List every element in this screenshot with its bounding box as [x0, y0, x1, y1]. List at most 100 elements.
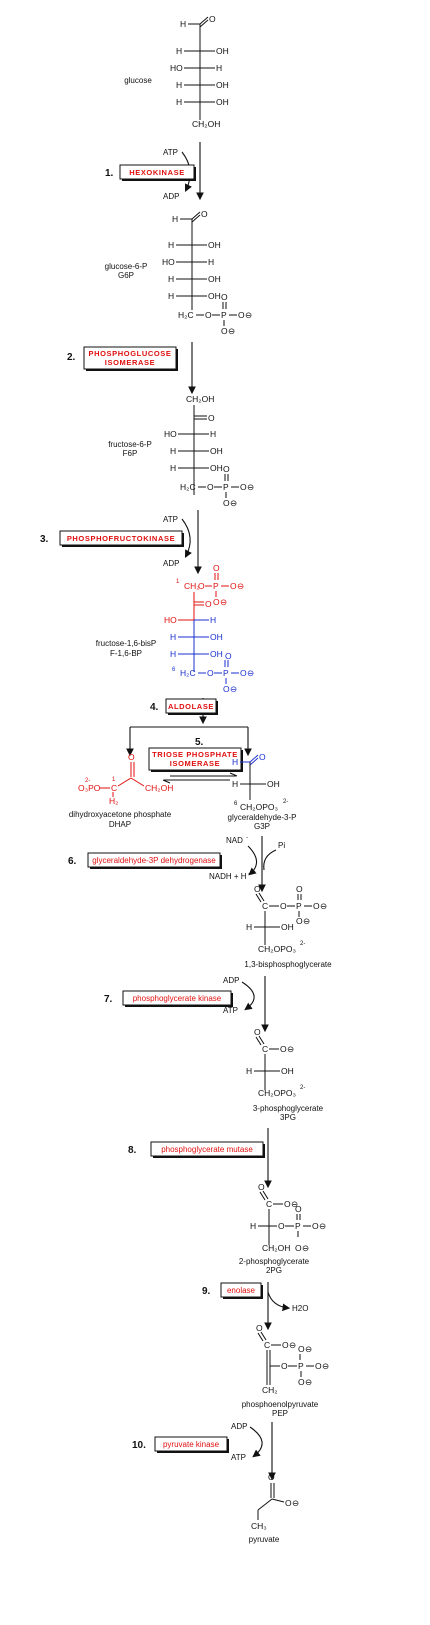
svg-text:O: O: [209, 14, 216, 24]
svg-text:OH: OH: [208, 274, 221, 284]
svg-text:H: H: [176, 97, 182, 107]
svg-text:O: O: [254, 1027, 261, 1037]
svg-text:6: 6: [234, 801, 238, 807]
step-9: H2O 9. enolase: [202, 1282, 308, 1331]
svg-text:phosphoenolpyruvate: phosphoenolpyruvate: [242, 1400, 319, 1409]
svg-text:ATP: ATP: [163, 515, 178, 524]
svg-text:ISOMERASE: ISOMERASE: [105, 358, 155, 367]
svg-text:2-: 2-: [300, 1085, 305, 1091]
svg-text:fructose-6-P: fructose-6-P: [108, 440, 152, 449]
svg-text:H: H: [246, 1066, 252, 1076]
step-1: ATP ADP 1. HEXOKINASE: [105, 142, 204, 201]
glucose-label: glucose: [124, 76, 152, 85]
svg-text:O: O: [240, 482, 247, 492]
svg-text:O: O: [221, 326, 228, 336]
svg-text:O: O: [223, 684, 230, 694]
svg-text:ADP: ADP: [163, 192, 179, 201]
svg-text:O: O: [230, 581, 237, 591]
svg-text:10.: 10.: [132, 1440, 146, 1451]
svg-text:3PG: 3PG: [280, 1113, 296, 1122]
svg-text:pyruvate: pyruvate: [249, 1535, 280, 1544]
svg-text:CH₂: CH₂: [262, 1385, 278, 1395]
svg-text:CH₂OPO₃: CH₂OPO₃: [258, 1088, 296, 1098]
svg-text:CH₂OPO₃: CH₂OPO₃: [258, 944, 296, 954]
svg-text:O: O: [238, 310, 245, 320]
svg-text:OH: OH: [210, 632, 223, 642]
svg-text:O: O: [213, 563, 220, 573]
svg-text:O: O: [256, 1323, 263, 1333]
pep-structure: O C O⊖ O P O⊖ O⊖ O⊖ CH₂ phosphoenolpyruv…: [242, 1323, 329, 1418]
svg-text:OH: OH: [210, 649, 223, 659]
svg-text:P: P: [221, 310, 227, 320]
svg-text:⊖: ⊖: [245, 310, 252, 320]
svg-text:⊖: ⊖: [302, 1243, 309, 1253]
svg-text:HO: HO: [164, 429, 177, 439]
svg-text:OH: OH: [208, 240, 221, 250]
svg-text:ISOMERASE: ISOMERASE: [170, 759, 220, 768]
svg-text:O: O: [313, 901, 320, 911]
svg-text:O: O: [198, 581, 205, 591]
svg-text:H: H: [168, 291, 174, 301]
svg-text:O: O: [201, 209, 208, 219]
svg-text:⊖: ⊖: [247, 482, 254, 492]
svg-text:fructose-1,6-bisP: fructose-1,6-bisP: [96, 639, 156, 648]
svg-text:C: C: [264, 1340, 270, 1350]
svg-text:PHOSPHOGLUCOSE: PHOSPHOGLUCOSE: [89, 349, 172, 358]
svg-text:-: -: [246, 835, 248, 841]
svg-text:O: O: [223, 498, 230, 508]
svg-text:H: H: [232, 757, 238, 767]
svg-text:O: O: [285, 1498, 292, 1508]
svg-text:O₃PO: O₃PO: [78, 783, 101, 793]
svg-text:O: O: [207, 668, 214, 678]
svg-text:phosphoglycerate kinase: phosphoglycerate kinase: [133, 994, 222, 1003]
svg-text:1: 1: [176, 579, 180, 585]
svg-text:OH: OH: [210, 446, 223, 456]
svg-text:O: O: [295, 1243, 302, 1253]
svg-text:C: C: [262, 1044, 268, 1054]
svg-text:HO: HO: [164, 615, 177, 625]
svg-text:O: O: [254, 884, 261, 894]
svg-text:P: P: [298, 1361, 304, 1371]
svg-text:ATP: ATP: [231, 1453, 246, 1462]
svg-text:O: O: [221, 292, 228, 302]
svg-text:OH: OH: [216, 97, 229, 107]
bpg-structure: O C O P O O⊖ O⊖ H OH CH₂OPO₃ 2- 1,3-bisp…: [244, 884, 332, 969]
svg-text:DHAP: DHAP: [109, 820, 131, 829]
svg-text:CH₂OH: CH₂OH: [145, 783, 173, 793]
svg-text:G3P: G3P: [254, 822, 270, 831]
svg-text:O: O: [225, 651, 232, 661]
svg-text:2-: 2-: [300, 941, 305, 947]
svg-text:glyceraldehyde-3-P: glyceraldehyde-3-P: [228, 813, 297, 822]
svg-text:O: O: [298, 1344, 305, 1354]
svg-text:O: O: [295, 1204, 302, 1214]
svg-text:2-phosphoglycerate: 2-phosphoglycerate: [239, 1257, 310, 1266]
svg-text:6.: 6.: [68, 856, 77, 867]
svg-text:H: H: [176, 80, 182, 90]
svg-text:⊖: ⊖: [230, 684, 237, 694]
g3p-structure: H O H OH 6 CH₂OPO₃ 2- glyceraldehyde-3-P…: [228, 752, 297, 831]
svg-text:C: C: [266, 1199, 272, 1209]
svg-text:HO: HO: [170, 63, 183, 73]
svg-text:8.: 8.: [128, 1145, 137, 1156]
svg-text:P: P: [296, 901, 302, 911]
svg-text:6: 6: [172, 667, 176, 673]
svg-text:H: H: [210, 429, 216, 439]
svg-text:3-phosphoglycerate: 3-phosphoglycerate: [253, 1104, 324, 1113]
svg-text:ADP: ADP: [223, 976, 239, 985]
svg-text:C: C: [111, 783, 117, 793]
svg-text:OH: OH: [216, 46, 229, 56]
svg-text:ATP: ATP: [223, 1006, 238, 1015]
svg-text:O: O: [259, 752, 266, 762]
svg-text:O: O: [280, 1044, 287, 1054]
svg-text:G6P: G6P: [118, 271, 134, 280]
svg-text:OH: OH: [210, 463, 223, 473]
svg-text:O: O: [298, 1377, 305, 1387]
svg-text:H: H: [246, 922, 252, 932]
dhap-structure: O 2- O₃PO 1 C CH₂OH H₂: [78, 752, 173, 806]
svg-text:O: O: [258, 1182, 265, 1192]
step-6: NAD - NADH + H - Pi 6. glyceraldehyde-3P…: [68, 835, 285, 893]
svg-text:-: -: [248, 871, 250, 877]
svg-text:H₂: H₂: [109, 796, 118, 806]
step-4: 4. ALDOLASE: [126, 698, 252, 757]
